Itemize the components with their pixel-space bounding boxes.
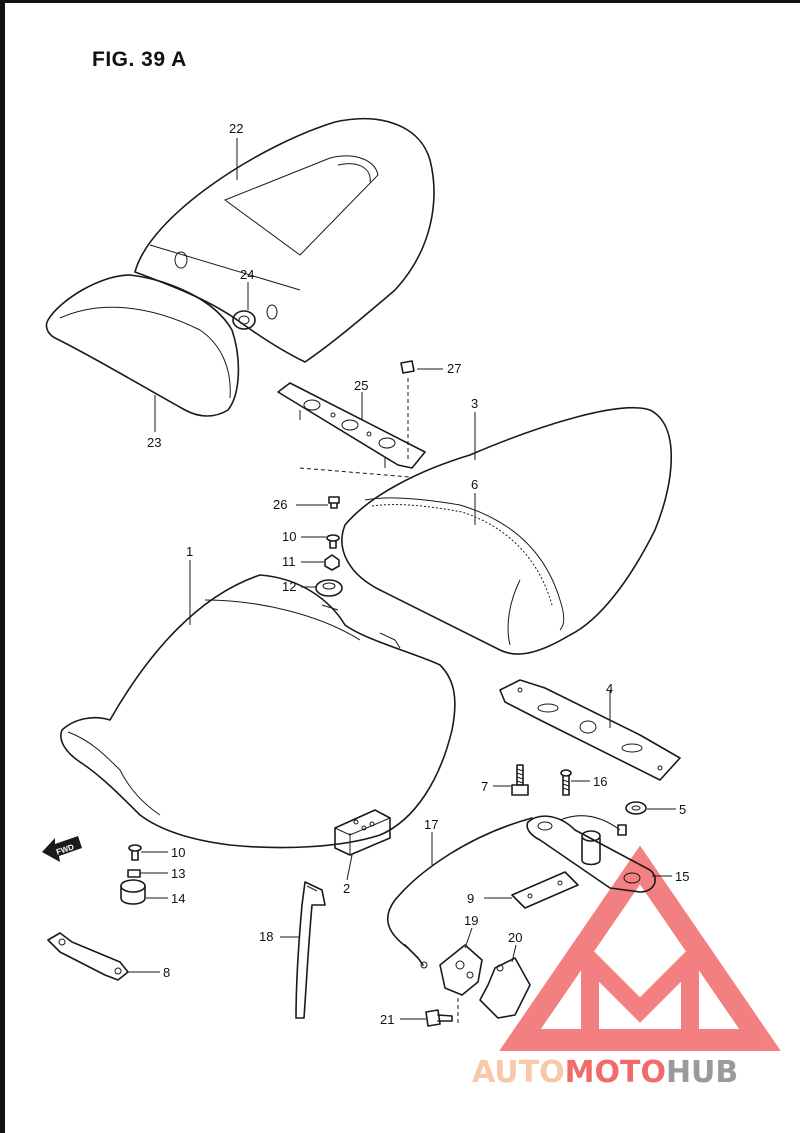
callout-1[interactable]: 1 (186, 544, 193, 559)
callout-8[interactable]: 8 (163, 965, 170, 980)
part-9-plate[interactable] (511, 871, 579, 909)
part-18-strap[interactable] (295, 881, 326, 1019)
frame-top-border (0, 0, 800, 3)
part-25-bracket[interactable] (277, 382, 426, 469)
part-8-bracket[interactable] (47, 932, 129, 981)
part-2-damper[interactable] (334, 809, 391, 856)
callout-2[interactable]: 2 (343, 881, 350, 896)
watermark-hub: HUB (666, 1055, 738, 1090)
part-4-stay[interactable] (499, 679, 681, 781)
callout-4[interactable]: 4 (606, 681, 613, 696)
part-19-switch[interactable] (439, 944, 483, 1025)
part-1-front-seat[interactable] (60, 574, 456, 849)
callout-11[interactable]: 11 (282, 554, 296, 569)
callout-7[interactable]: 7 (481, 779, 488, 794)
watermark-moto: MOTO (565, 1055, 666, 1090)
watermark-auto: AUTO (472, 1055, 565, 1090)
callout-27[interactable]: 27 (447, 361, 461, 376)
leader-lines (128, 138, 676, 1020)
callout-10-lower[interactable]: 10 (171, 845, 185, 860)
part-7-bolt[interactable] (511, 764, 529, 796)
callout-18[interactable]: 18 (259, 929, 273, 944)
part-12-cushion[interactable] (315, 579, 343, 597)
part-13-nut[interactable] (127, 869, 141, 878)
callout-labels: 22 24 23 25 27 3 6 26 10 11 12 1 4 7 16 … (147, 121, 689, 1027)
figure-title: FIG. 39 A (92, 48, 187, 71)
callout-25[interactable]: 25 (354, 378, 368, 393)
callout-26[interactable]: 26 (273, 497, 287, 512)
frame-left-border (0, 0, 5, 1133)
fwd-arrow-icon: FWD (42, 836, 82, 862)
callout-16[interactable]: 16 (593, 774, 607, 789)
part-3-main-seat[interactable] (341, 406, 673, 655)
callout-23[interactable]: 23 (147, 435, 161, 450)
callout-6[interactable]: 6 (471, 477, 478, 492)
callout-13[interactable]: 13 (171, 866, 185, 881)
part-11-washer[interactable] (324, 554, 340, 571)
part-10-screw-lower[interactable] (128, 844, 142, 861)
watermark-text: AUTOMOTOHUB (472, 1055, 738, 1090)
callout-10-upper[interactable]: 10 (282, 529, 296, 544)
watermark-logo (499, 845, 781, 1051)
part-17-cable[interactable] (386, 817, 533, 969)
callout-12[interactable]: 12 (282, 579, 296, 594)
part-24-grommet[interactable] (232, 310, 256, 330)
callout-5[interactable]: 5 (679, 802, 686, 817)
part-21-bolt[interactable] (425, 1009, 453, 1027)
part-26-bolt[interactable] (328, 496, 340, 509)
callout-17[interactable]: 17 (424, 817, 438, 832)
callout-20[interactable]: 20 (508, 930, 522, 945)
part-22-seat-cowl[interactable] (134, 117, 435, 363)
callout-21[interactable]: 21 (380, 1012, 394, 1027)
callout-15[interactable]: 15 (675, 869, 689, 884)
callout-19[interactable]: 19 (464, 913, 478, 928)
part-20-bracket[interactable] (479, 957, 531, 1019)
callout-24[interactable]: 24 (240, 267, 254, 282)
part-16-screw[interactable] (560, 769, 572, 796)
part-23-rear-pad[interactable] (45, 274, 240, 417)
part-10-screw-upper[interactable] (326, 534, 340, 549)
part-14-collar[interactable] (120, 879, 146, 905)
part-5-washer[interactable] (625, 801, 647, 815)
part-15-lock-assembly[interactable] (526, 815, 656, 893)
callout-3[interactable]: 3 (471, 396, 478, 411)
part-27-nut[interactable] (400, 360, 415, 460)
callout-22[interactable]: 22 (229, 121, 243, 136)
callout-14[interactable]: 14 (171, 891, 185, 906)
callout-9[interactable]: 9 (467, 891, 474, 906)
